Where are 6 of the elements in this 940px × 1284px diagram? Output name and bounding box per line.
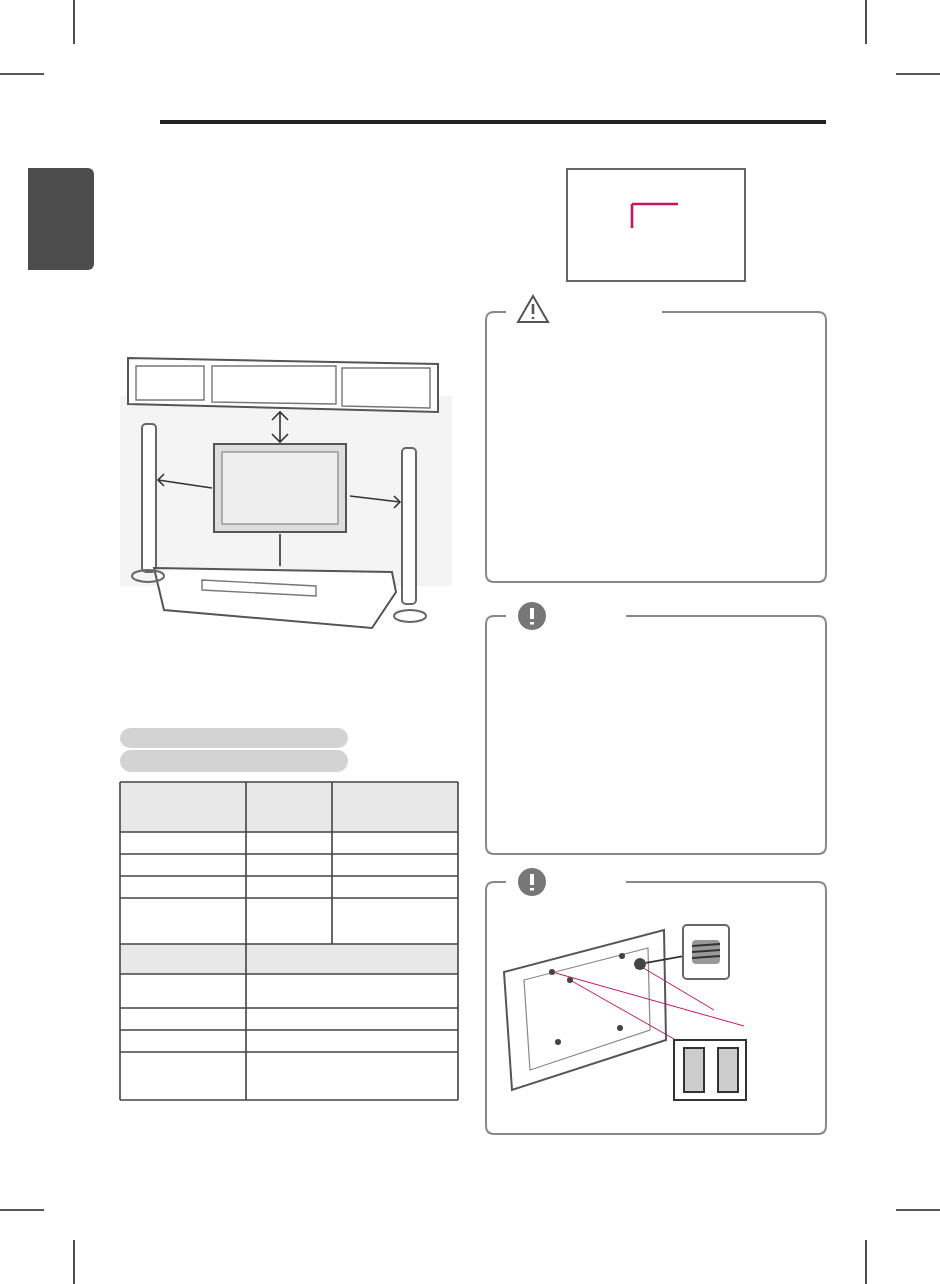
- note-panel: [486, 616, 826, 854]
- frame-box: [566, 168, 746, 282]
- note-panel: [486, 312, 826, 582]
- leader-line: [645, 955, 683, 964]
- note-panel: [486, 882, 826, 1134]
- picture: [682, 924, 730, 980]
